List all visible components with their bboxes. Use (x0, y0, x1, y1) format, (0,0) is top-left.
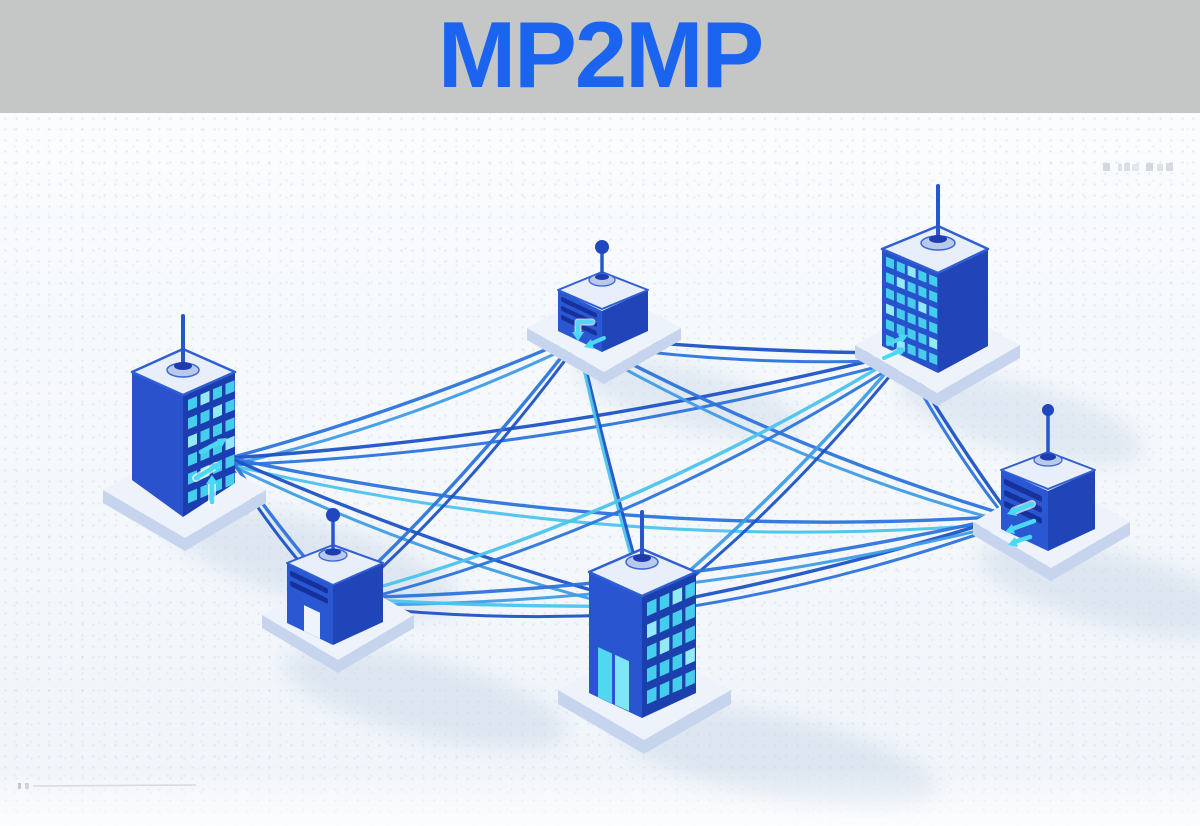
window-grid (647, 581, 695, 705)
node-office-building-top-right (855, 184, 1020, 406)
door (304, 605, 320, 639)
data-flow-arrows (192, 318, 1037, 547)
title-bar: MP2MP (0, 0, 1200, 113)
antenna-icon (920, 184, 956, 251)
mesh-link (576, 334, 1012, 518)
antenna-icon (166, 314, 200, 378)
antenna-icon (625, 510, 659, 570)
building-left-face (132, 372, 183, 517)
mesh-link (228, 351, 905, 460)
building-roof (587, 547, 698, 598)
antenna-icon (1033, 404, 1063, 467)
mesh-link (228, 358, 905, 467)
mesh-link (576, 341, 1012, 525)
flow-arrows-top-right-building (880, 334, 908, 362)
node-office-building-bottom (558, 510, 731, 754)
flow-arrows-right-ap (1005, 500, 1037, 547)
node-access-point-bottom-left (262, 508, 414, 673)
antenna-icon (588, 240, 616, 287)
box-right-face (333, 563, 383, 645)
box-top-face (286, 544, 384, 586)
mesh-link (646, 514, 1012, 608)
mesh-link (228, 463, 1012, 534)
box-top-face (557, 271, 649, 310)
flow-arrows-left-building (192, 438, 227, 506)
box-right-face (602, 290, 648, 352)
watermark-marks (1103, 163, 1173, 171)
mesh-link (338, 358, 905, 607)
box-top-face (1000, 451, 1096, 490)
flow-arrows-top-ap (572, 318, 606, 349)
building-right-face (938, 249, 988, 373)
door (598, 647, 629, 712)
footer-rule (18, 783, 197, 789)
mesh-link (646, 521, 1012, 615)
mesh-link (338, 351, 905, 600)
node-access-point-top (527, 240, 681, 384)
box-right-face (1048, 470, 1095, 551)
antenna-icon (318, 508, 348, 562)
box-left-face (287, 563, 333, 645)
mesh-link (228, 334, 580, 460)
node-office-building-left (103, 314, 266, 551)
page-title: MP2MP (437, 1, 764, 107)
vent-slats (290, 571, 328, 604)
